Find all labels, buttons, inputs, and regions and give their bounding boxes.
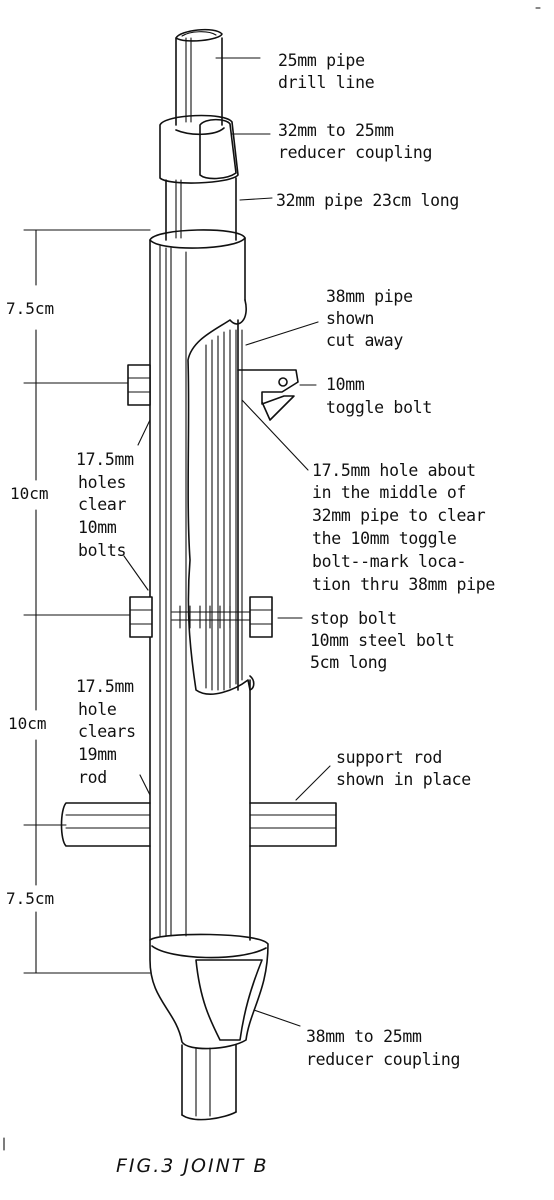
upper-left-bolt [127,364,151,406]
leader-lines [123,57,331,1027]
support-rod [60,802,337,847]
label-rodhole-3: clears [78,722,136,741]
label-hole-6: tion thru 38mm pipe [312,575,495,594]
label-32mm-pipe: 32mm pipe 23cm long [276,191,459,210]
label-rodhole-5: rod [78,768,107,787]
dimension-1: 7.5cm [6,299,54,318]
label-hole-2: in the middle of [312,483,466,502]
label-toggle-2: toggle bolt [326,398,432,417]
label-holes-1: 17.5mm [76,450,134,469]
dimension-labels: 7.5cm 10cm 10cm 7.5cm [6,299,54,908]
label-toggle-1: 10mm [326,375,365,394]
label-holes-5: bolts [78,541,126,560]
label-hole-5: bolt--mark loca- [312,552,466,571]
label-stop-2: 10mm steel bolt [310,631,455,650]
dimension-2: 10cm [10,484,49,503]
bottom-reducer-coupling [149,933,269,1050]
figure-caption: FIG.3 JOINT B [116,1155,268,1177]
label-38mm-pipe-2: shown [326,309,374,328]
dimension-3: 10cm [8,714,47,733]
label-hole-3: 32mm pipe to clear [312,506,486,525]
lower-left-bolt [129,596,153,638]
callout-labels: 25mm pipe drill line 32mm to 25mm reduce… [76,51,495,1069]
label-holes-4: 10mm [78,518,117,537]
toggle-bolt [237,369,299,421]
label-support-1: support rod [336,748,442,767]
top-reducer-coupling [159,114,239,184]
label-bottom-reducer-2: reducer coupling [306,1050,460,1069]
label-support-2: shown in place [336,770,471,789]
stop-bolt [171,596,273,638]
inner-32mm-pipe [165,177,237,241]
label-drill-line: drill line [278,73,374,92]
label-top-reducer-2: reducer coupling [278,143,432,162]
label-hole-1: 17.5mm hole about [312,461,476,480]
label-bottom-reducer-1: 38mm to 25mm [306,1027,422,1046]
label-rodhole-1: 17.5mm [76,677,134,696]
label-38mm-pipe-3: cut away [326,331,403,350]
dimension-4: 7.5cm [6,889,54,908]
label-hole-4: the 10mm toggle [312,529,457,548]
label-stop-3: 5cm long [310,653,387,672]
label-38mm-pipe-1: 38mm pipe [326,287,413,306]
label-stop-1: stop bolt [310,609,397,628]
label-holes-2: holes [78,473,126,492]
label-rodhole-4: 19mm [78,745,117,764]
label-top-reducer-1: 32mm to 25mm [278,121,394,140]
bottom-drill-pipe [181,1044,237,1121]
top-drill-pipe [175,28,223,126]
label-25mm-pipe: 25mm pipe [278,51,365,70]
label-holes-3: clear [78,495,127,514]
label-rodhole-2: hole [78,700,117,719]
outer-38mm-pipe [149,229,255,941]
dimension-lines [23,229,151,974]
